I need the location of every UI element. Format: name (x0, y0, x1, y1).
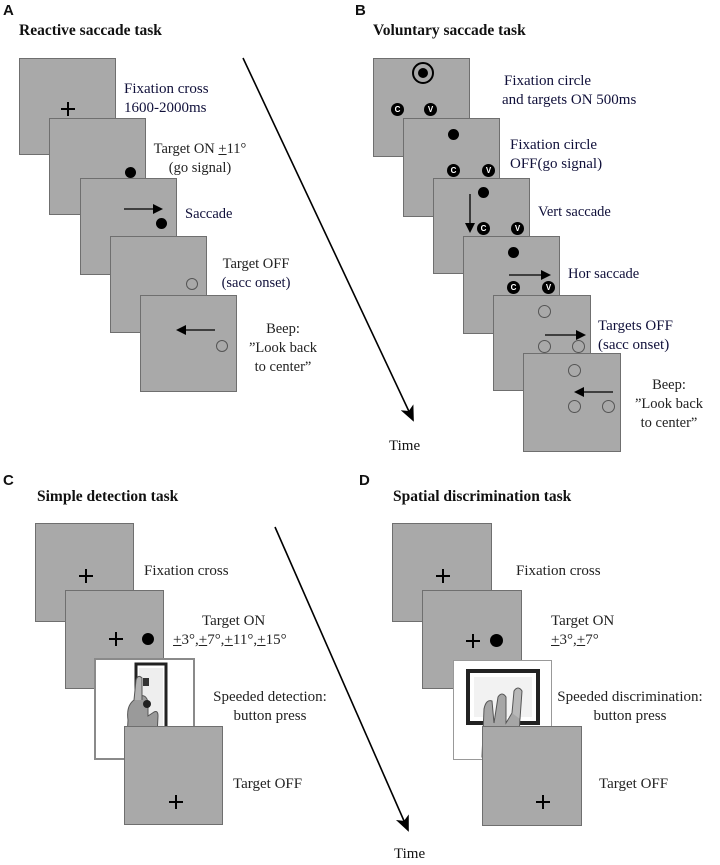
label-target-on-d: Target ON +3°,+7° (551, 613, 615, 650)
fixation-circle-icon (412, 62, 434, 84)
label-speeded-detection: Speeded detection: button press (213, 689, 327, 724)
time-label-bottom: Time (394, 846, 426, 862)
label-go-signal: Fixation circle OFF(go signal) (510, 137, 603, 172)
eccentricity-value: 3°, (559, 632, 577, 648)
label-target-on: Target ON +11° (go signal) (153, 141, 247, 176)
plus-minus-sign: + (576, 632, 586, 648)
label-target-off: Target OFF (sacc onset) (221, 256, 291, 291)
time-arrow-top (242, 57, 414, 422)
eccentricity-value: 15° (265, 632, 287, 648)
target-v-icon: V (542, 281, 555, 294)
label-targets-off: Targets OFF (sacc onset) (598, 318, 673, 353)
label-beep: Beep: ”Look back to center” (248, 321, 318, 375)
label-fixation-circle: Fixation circle and targets ON 500ms (502, 73, 637, 108)
label-hor-saccade: Hor saccade (568, 266, 640, 282)
label-beep-b: Beep: ”Look back to center” (634, 377, 704, 431)
target-c-icon: C (477, 222, 490, 235)
hand-buttons-icon (466, 669, 540, 758)
screen-target-off-c (124, 726, 223, 825)
label-saccade: Saccade (185, 206, 233, 222)
fixation-cross-icon (169, 795, 183, 809)
fixation-cross-icon (466, 634, 480, 648)
empty-target-icon (602, 400, 615, 413)
label-target-on-c: Target ON +3°,+7°,+11°,+15° (173, 613, 287, 650)
empty-target-icon (538, 305, 551, 318)
fixation-dot-icon (508, 247, 519, 258)
target-c-icon: C (391, 103, 404, 116)
fixation-dot-icon (478, 187, 489, 198)
panel-b-title: Voluntary saccade task (373, 22, 526, 39)
label-fixation-cross: Fixation cross 1600-2000ms (124, 81, 209, 116)
label-fixation-cross-c: Fixation cross (144, 563, 229, 579)
fixation-cross-icon (536, 795, 550, 809)
plus-minus-sign: + (198, 632, 208, 648)
empty-target-icon (568, 400, 581, 413)
empty-target-icon (572, 340, 585, 353)
target-v-icon: V (482, 164, 495, 177)
label-speeded-discrimination: Speeded discrimination: button press (557, 689, 703, 724)
time-arrow-bottom (274, 526, 409, 832)
target-dot-icon (490, 634, 503, 647)
eccentricity-value: 3°, (181, 632, 199, 648)
fixation-cross-icon (79, 569, 93, 583)
label-target-off-c: Target OFF (233, 776, 303, 792)
panel-letter-b: B (355, 2, 366, 19)
time-label-top: Time (389, 438, 421, 454)
fixation-cross-icon (436, 569, 450, 583)
panel-letter-d: D (359, 472, 370, 489)
eccentricity-value: 7°, (207, 632, 225, 648)
plus-minus-sign: + (551, 632, 560, 648)
label-fixation-cross-d: Fixation cross (516, 563, 601, 579)
empty-target-icon (568, 364, 581, 377)
panel-letter-a: A (3, 2, 14, 19)
target-dot-icon (142, 633, 154, 645)
target-v-icon: V (424, 103, 437, 116)
target-c-icon: C (507, 281, 520, 294)
fixation-cross-icon (109, 632, 123, 646)
plus-minus-sign: + (173, 632, 182, 648)
panel-d-title: Spatial discrimination task (393, 488, 572, 505)
fixation-cross-icon (61, 102, 75, 116)
fixation-dot-icon (418, 68, 428, 78)
empty-target-icon (216, 340, 228, 352)
empty-target-icon (538, 340, 551, 353)
eccentricity-value: 11°, (232, 632, 258, 648)
screen-target-off-d (482, 726, 582, 826)
panel-c-title: Simple detection task (37, 488, 179, 505)
label-vert-saccade: Vert saccade (538, 204, 611, 220)
empty-target-icon (186, 278, 198, 290)
eccentricity-list: +3°,+7° (551, 631, 614, 650)
plus-minus-sign: + (224, 632, 233, 648)
target-dot-icon (156, 218, 167, 229)
fixation-dot-icon (448, 129, 459, 140)
screen-look-back-b (523, 353, 621, 452)
target-c-icon: C (447, 164, 460, 177)
panel-a-title: Reactive saccade task (19, 22, 162, 39)
target-v-icon: V (511, 222, 524, 235)
label-target-off-d: Target OFF (599, 776, 669, 792)
screen-look-back (140, 295, 237, 392)
panel-letter-c: C (3, 472, 14, 489)
eccentricity-list: +3°,+7°,+11°,+15° (173, 631, 287, 650)
eccentricity-value: 7° (585, 632, 599, 648)
target-dot-icon (125, 167, 136, 178)
plus-minus-sign: + (257, 632, 266, 648)
